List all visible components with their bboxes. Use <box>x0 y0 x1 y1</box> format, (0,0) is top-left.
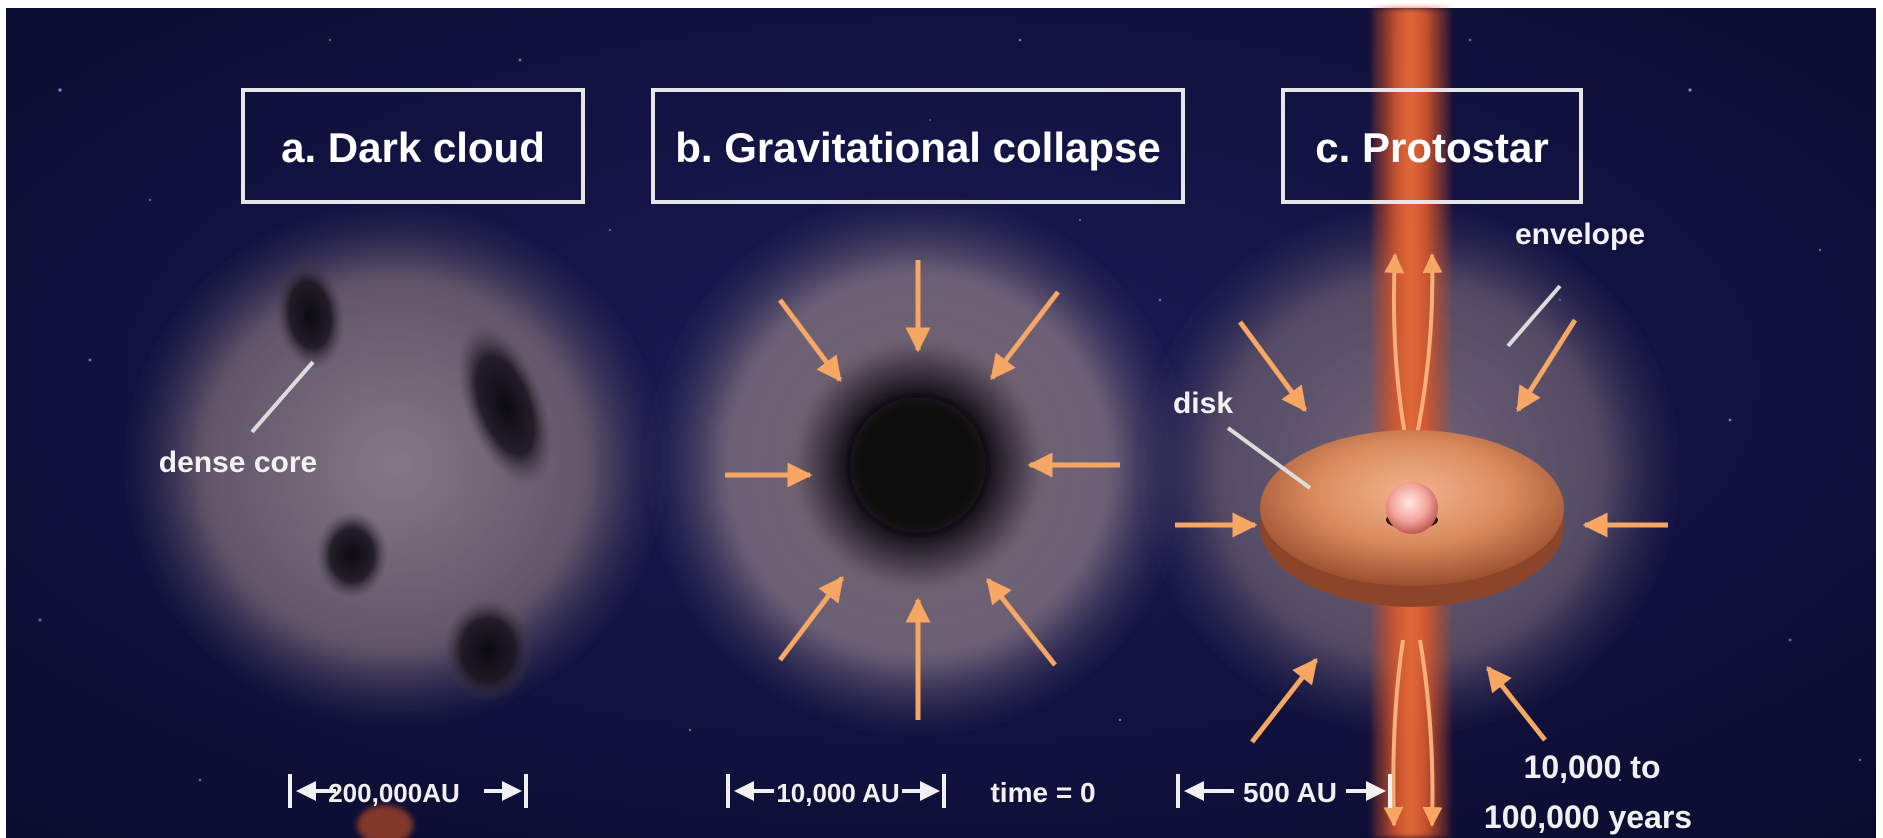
scale-c-label: 500 AU <box>1243 777 1337 808</box>
dense-core-pointer <box>250 360 315 434</box>
scale-b-label: 10,000 AU <box>776 778 899 808</box>
jet-upper <box>1372 8 1450 478</box>
dense-core-2 <box>457 323 553 487</box>
outflow-arrow <box>1418 639 1443 827</box>
dense-core-4 <box>443 598 533 702</box>
infall-arrow <box>778 576 844 662</box>
panel-c-title: c. Protostar <box>1315 124 1548 171</box>
disk-pointer <box>1226 426 1312 490</box>
panel-a: a. Dark cloud dense core 200,000AU <box>120 88 670 838</box>
infall-arrow <box>986 578 1057 667</box>
dense-core-label: dense core <box>159 446 317 479</box>
envelope-label: envelope <box>1515 218 1645 251</box>
infall-arrow <box>778 298 842 382</box>
scale-bar-a: 200,000AU <box>288 774 528 808</box>
panel-a-title: a. Dark cloud <box>281 124 545 171</box>
star-field <box>38 38 1862 782</box>
panel-b-title-box <box>651 88 1185 204</box>
scale-bar-c: 500 AU <box>1176 774 1392 808</box>
dense-core-1 <box>275 260 345 370</box>
panel-b-title: b. Gravitational collapse <box>675 124 1160 171</box>
outflow-arrow <box>1414 253 1443 441</box>
scale-a-label: 200,000AU <box>328 778 460 808</box>
outflow-arrow <box>1383 639 1405 827</box>
scale-bar-b: 10,000 AU time = 0 <box>726 774 1096 808</box>
dense-core-3 <box>316 511 388 599</box>
time-b-label: time = 0 <box>990 777 1095 808</box>
panel-c-title-box <box>1281 88 1583 204</box>
collapsing-core <box>850 397 986 533</box>
infall-arrow <box>1486 666 1547 742</box>
dark-cloud-a <box>120 200 670 730</box>
infall-arrows-c <box>1175 318 1668 744</box>
infall-arrows-b <box>725 260 1120 720</box>
panel-b: b. Gravitational collapse 10,000 AU time… <box>643 88 1193 808</box>
panel-a-title-box <box>241 88 585 204</box>
panel-c: c. Protostar disk envelope 500 AU 10,000… <box>1135 8 1692 838</box>
infall-arrow <box>1237 320 1308 413</box>
infall-arrow <box>990 290 1060 380</box>
time-c-line2: 100,000 years <box>1484 799 1692 835</box>
outflow-arrows <box>1383 253 1443 827</box>
protostar <box>1386 482 1438 534</box>
outflow-arrow <box>1384 253 1408 441</box>
disk-label: disk <box>1173 387 1233 420</box>
time-c-line1: 10,000 to <box>1524 749 1661 785</box>
infall-arrow <box>1250 658 1318 744</box>
infall-arrow <box>1515 318 1578 413</box>
envelope-pointer <box>1506 284 1562 348</box>
bottom-glow <box>357 805 413 838</box>
